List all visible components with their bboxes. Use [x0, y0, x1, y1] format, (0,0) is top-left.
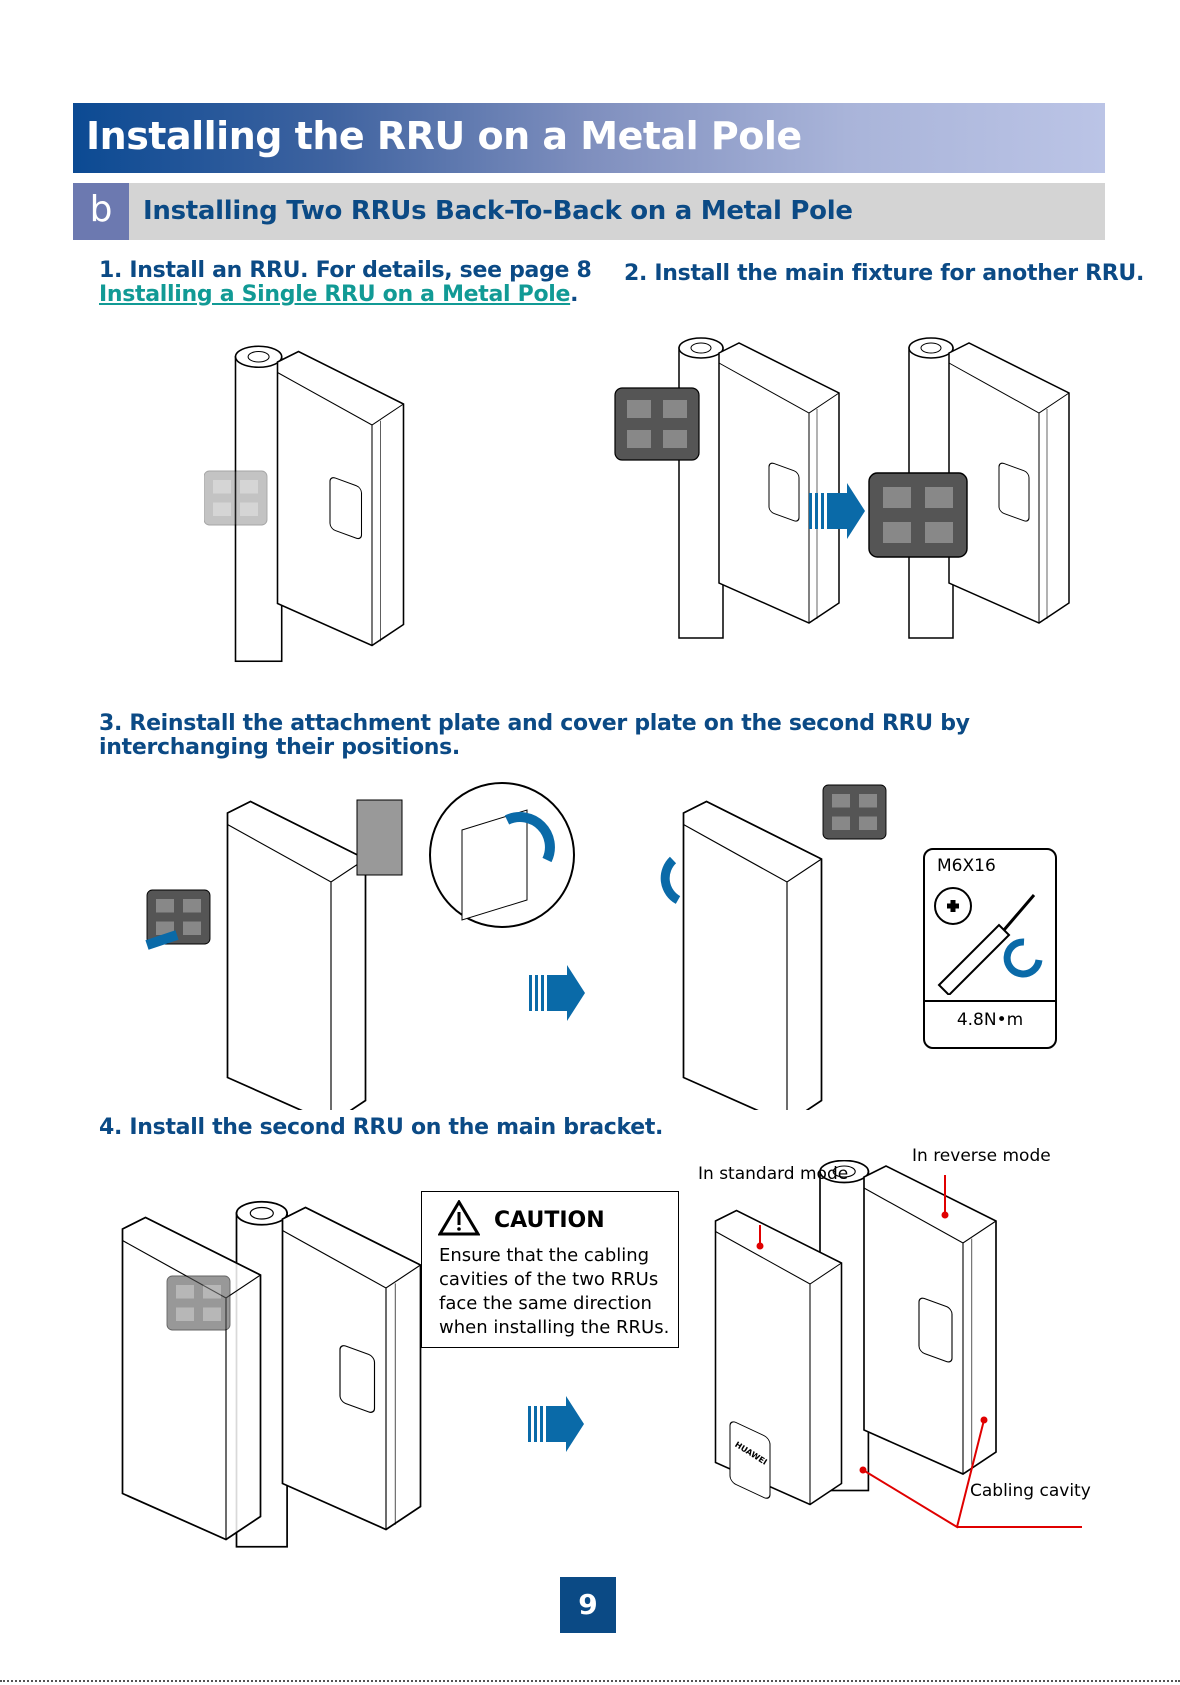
screwdriver-icon — [934, 887, 1043, 995]
step-3-text: 3. Reinstall the attachment plate and co… — [99, 711, 970, 760]
figure-reinstall-plates — [145, 782, 585, 1110]
step-1-text: 1. Install an RRU. For details, see page… — [99, 258, 592, 283]
step-1-period: . — [570, 282, 579, 307]
warning-icon — [438, 1200, 480, 1236]
figure-main-fixture — [614, 337, 1070, 639]
caution-title: CAUTION — [494, 1208, 605, 1233]
page-number: 9 — [560, 1577, 616, 1633]
torque-value: 4.8N•m — [956, 1010, 1024, 1030]
section-letter: b — [73, 183, 129, 240]
page-title: Installing the RRU on a Metal Pole — [86, 114, 802, 158]
step-2-text: 2. Install the main fixture for another … — [624, 261, 1144, 286]
cabling-cavity-label: Cabling cavity — [970, 1481, 1091, 1501]
next-arrow-icon — [529, 965, 585, 1021]
page-title-bar: Installing the RRU on a Metal Pole — [73, 103, 1105, 173]
next-arrow-icon — [528, 1396, 584, 1452]
section-title: Installing Two RRUs Back-To-Back on a Me… — [143, 196, 853, 226]
section-bar — [73, 183, 1105, 240]
standard-mode-label: In standard mode — [698, 1164, 849, 1184]
step-4-text: 4. Install the second RRU on the main br… — [99, 1115, 664, 1140]
screw-size: M6X16 — [937, 856, 996, 876]
footer-divider — [0, 1680, 1180, 1682]
step-1: 1. Install an RRU. For details, see page… — [99, 259, 592, 307]
caution-text: Ensure that the cabling cavities of the … — [439, 1245, 670, 1338]
figure-back-to-back-rrus — [714, 1160, 1082, 1529]
figure-second-rru-install — [121, 1200, 422, 1548]
caution-box: CAUTION Ensure that the cabling cavities… — [421, 1191, 679, 1348]
single-rru-link[interactable]: Installing a Single RRU on a Metal Pole — [99, 282, 571, 307]
figure-plates-installed — [660, 784, 887, 1110]
torque-spec-box: M6X16 4.8N•m — [923, 848, 1057, 1049]
figure-single-rru — [204, 345, 405, 663]
reverse-mode-label: In reverse mode — [912, 1146, 1051, 1166]
